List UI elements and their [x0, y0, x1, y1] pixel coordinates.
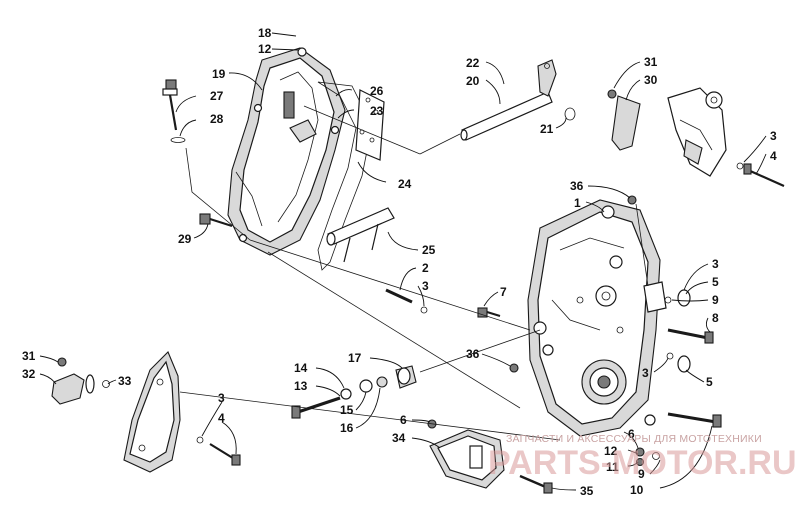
- callout-27: 27: [210, 89, 224, 103]
- callout-21: 21: [540, 122, 554, 136]
- callout-10: 10: [630, 483, 644, 497]
- callout-26: 26: [370, 84, 384, 98]
- callout-11: 11: [606, 460, 619, 474]
- callout-6-left: 6: [400, 413, 407, 427]
- callout-28: 28: [210, 112, 224, 126]
- bolt-7: [477, 307, 501, 318]
- callout-1: 1: [574, 196, 581, 210]
- bracket-34: [427, 419, 553, 494]
- watermark: ЗАПЧАСТИ И АКСЕССУАРЫ ДЛЯ МОТОТЕХНИКИ PA…: [488, 433, 797, 482]
- callout-25: 25: [422, 243, 436, 257]
- watermark-brand: PARTS-MOTOR.RU: [488, 444, 797, 482]
- bolt-8: [667, 328, 714, 344]
- callout-36-top: 36: [570, 179, 584, 193]
- main-gear-case: [527, 199, 661, 437]
- callout-3-lower-left: 3: [218, 391, 225, 405]
- roller-guide: [326, 207, 395, 263]
- callout-14: 14: [294, 361, 308, 375]
- callout-13: 13: [294, 379, 308, 393]
- bolt-4-lower: [196, 436, 241, 466]
- bolt-10: [667, 412, 722, 428]
- callout-5-lower: 5: [706, 375, 713, 389]
- callout-3-top-right: 3: [770, 129, 777, 143]
- inspection-plate: [355, 89, 385, 161]
- callout-2: 2: [422, 261, 429, 275]
- callout-19: 19: [212, 67, 226, 81]
- callout-15: 15: [340, 403, 354, 417]
- callout-22: 22: [466, 56, 480, 70]
- spacer-5: [643, 281, 691, 373]
- callout-12-top: 12: [258, 42, 272, 56]
- callouts: 18 12 19 27 28 26 23 24 22 20 21 31 30 3…: [22, 26, 777, 498]
- shift-lever-assembly: [607, 87, 727, 177]
- callout-32: 32: [22, 367, 36, 381]
- callout-3-right-lower: 3: [642, 366, 649, 380]
- callout-29: 29: [178, 232, 192, 246]
- callout-24: 24: [398, 177, 412, 191]
- dipstick: [162, 79, 186, 143]
- callout-35: 35: [580, 484, 594, 498]
- tensioner-assembly: [291, 365, 417, 419]
- lower-left-cover: [51, 351, 181, 473]
- callout-4-lower-left: 4: [218, 411, 225, 425]
- alignment-lines: [179, 105, 649, 441]
- callout-3-right-upper: 3: [712, 257, 719, 271]
- callout-6-right: 6: [628, 427, 635, 441]
- callout-7: 7: [500, 285, 507, 299]
- stud-bolt-2: [385, 288, 428, 314]
- callout-18: 18: [258, 26, 272, 40]
- callout-23: 23: [370, 104, 384, 118]
- watermark-tagline: ЗАПЧАСТИ И АКСЕССУАРЫ ДЛЯ МОТОТЕХНИКИ: [506, 433, 762, 445]
- callout-9-lower: 9: [638, 467, 645, 481]
- callout-33: 33: [118, 374, 132, 388]
- callout-4-top-right: 4: [770, 149, 777, 163]
- callout-31-lower: 31: [22, 349, 36, 363]
- callout-30: 30: [644, 73, 658, 87]
- callout-3-stud: 3: [422, 279, 429, 293]
- callout-34: 34: [392, 431, 406, 445]
- callout-12-lower: 12: [604, 444, 618, 458]
- washers-right: [509, 195, 674, 467]
- upper-case-cover: [227, 47, 346, 256]
- callout-5-upper: 5: [712, 275, 719, 289]
- shift-shaft: [460, 59, 576, 141]
- bolt-4-top: [736, 162, 785, 188]
- callout-17: 17: [348, 351, 362, 365]
- callout-9-upper: 9: [712, 293, 719, 307]
- bolt-29: [199, 213, 233, 227]
- callout-16: 16: [340, 421, 354, 435]
- callout-31-top: 31: [644, 55, 658, 69]
- callout-20: 20: [466, 74, 480, 88]
- callout-36-mid: 36: [466, 347, 480, 361]
- callout-8: 8: [712, 311, 719, 325]
